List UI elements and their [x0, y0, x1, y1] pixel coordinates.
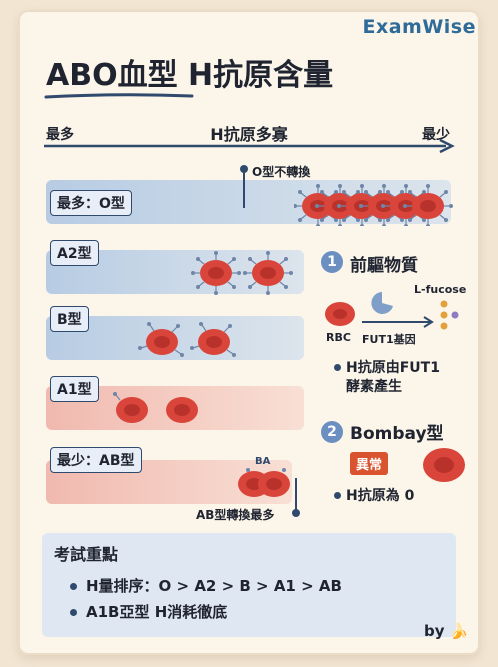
summary-line-2: A1B亞型 H消耗徹底 [86, 603, 228, 621]
banana-icon: 🍌 [449, 622, 469, 640]
section1-note-line1: H抗原由FUT1 [346, 360, 440, 376]
section1-bullet [334, 364, 341, 371]
row-label-b: B型 [50, 306, 89, 332]
section1-number: 1 [321, 251, 343, 273]
b-cells [137, 321, 237, 358]
row-label-ab: 最少：AB型 [50, 447, 142, 473]
title-underline [44, 93, 194, 99]
summary-title: 考試重點 [54, 545, 119, 564]
abnormal-badge: 異常 [350, 452, 389, 475]
scale-title: H抗原多寡 [210, 125, 288, 144]
row-label-o: 最多：O型 [50, 190, 132, 216]
row-label-a2: A2型 [50, 240, 99, 266]
section2-bullet [334, 492, 341, 499]
brand-logo: ExamWise [362, 16, 476, 38]
summary-line-1: H量排序：O > A2 > B > A1 > AB [86, 577, 342, 595]
section2-title: Bombay型 [350, 424, 444, 444]
gene-label: FUT1基因 [362, 333, 416, 346]
summary-box [42, 533, 456, 637]
row-label-a1: A1型 [50, 376, 99, 402]
o-note: O型不轉換 [252, 165, 311, 179]
fut1-reaction-diagram [325, 292, 459, 330]
section2-note: H抗原為 0 [346, 488, 415, 504]
summary-bullet-1 [70, 583, 77, 590]
author-credit: by 🍌 [424, 622, 468, 640]
ab-cells [238, 468, 290, 497]
section1-note-line2: 酵素產生 [346, 379, 402, 395]
a2-cells [190, 250, 294, 296]
bombay-cell [423, 448, 465, 482]
ab-note-pointer [292, 478, 300, 517]
author-by: by [424, 622, 445, 640]
o-cells [294, 183, 454, 226]
rbc-label: RBC [326, 331, 351, 344]
section2-number: 2 [321, 421, 343, 443]
a1-cells [113, 392, 198, 423]
o-note-pointer [240, 165, 248, 208]
scale-left-label: 最多 [46, 127, 74, 143]
ab-note: AB型轉換最多 [196, 508, 275, 522]
section1-title: 前驅物質 [350, 256, 418, 276]
ab-antigen-letters: BA [255, 456, 271, 467]
fucose-label: L-fucose [414, 283, 467, 296]
scale-arrow [44, 138, 455, 154]
page-title: ABO血型 H抗原含量 [46, 58, 334, 93]
summary-bullet-2 [70, 609, 77, 616]
scale-right-label: 最少 [422, 127, 450, 143]
